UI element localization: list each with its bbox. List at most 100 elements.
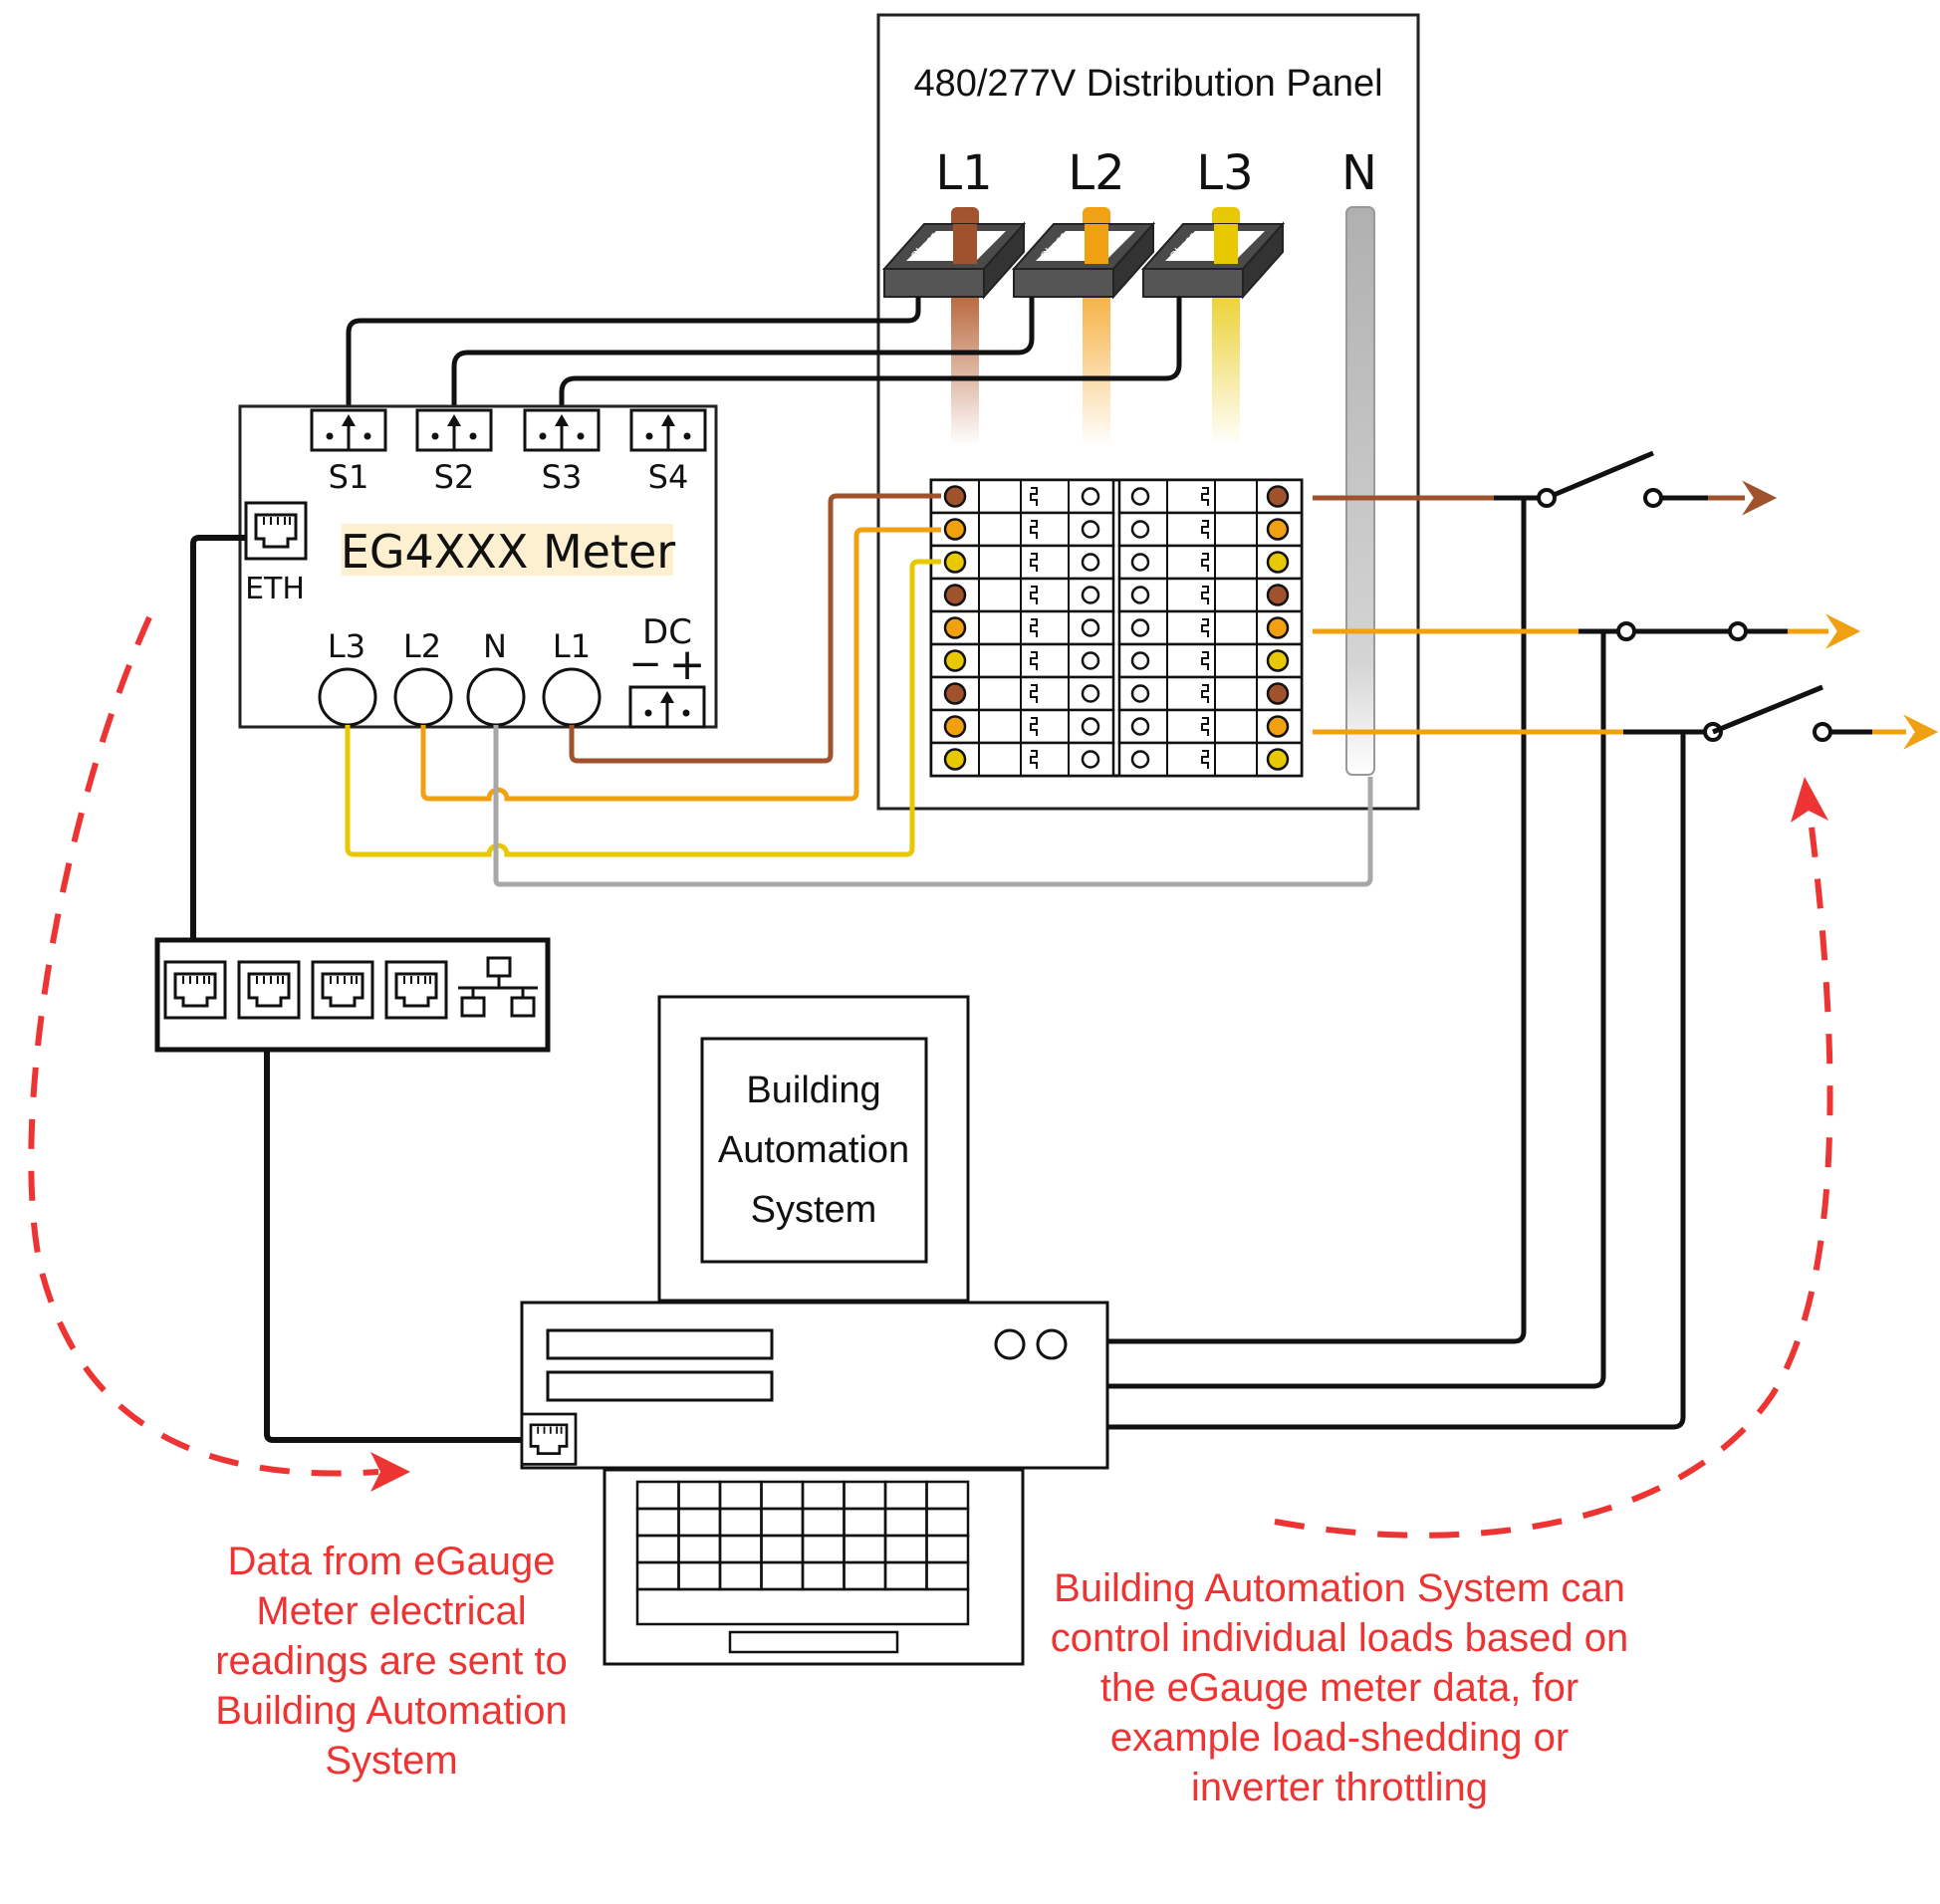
wire-l1	[569, 493, 941, 764]
ct-port-s4[interactable]	[629, 408, 707, 452]
keyboard-key	[635, 1587, 970, 1626]
breaker-row	[929, 609, 1304, 646]
breaker-terminal[interactable]	[1266, 551, 1290, 574]
ct-port-label-s3: S3	[542, 458, 583, 496]
bus-bar-n	[1345, 206, 1375, 776]
breaker-terminal[interactable]	[1266, 682, 1290, 705]
drive-bay-1	[546, 1328, 774, 1360]
control-wires	[1107, 498, 1686, 1430]
phase-label-l2: L2	[1068, 145, 1124, 201]
breaker-terminal[interactable]	[1266, 485, 1290, 508]
rj45-port-icon[interactable]	[384, 960, 448, 1020]
rj45-port-icon[interactable]	[237, 960, 301, 1020]
breaker-row	[929, 511, 1304, 548]
terminal-l3[interactable]	[318, 667, 377, 727]
network-switch	[154, 937, 551, 1053]
eth-label: ETH	[245, 572, 305, 606]
right-note-line-3: the eGauge meter data, for	[1100, 1666, 1578, 1710]
wire-l3	[345, 559, 941, 857]
left-note-line-5: System	[325, 1739, 457, 1783]
left-note-line-3: readings are sent to	[215, 1639, 568, 1683]
ct-port-s1[interactable]	[310, 408, 387, 452]
right-note-line-1: Building Automation System can	[1054, 1566, 1625, 1610]
wire-l2	[420, 527, 941, 802]
rj45-port-icon[interactable]	[163, 960, 227, 1020]
left-note-line-2: Meter electrical	[256, 1589, 526, 1633]
terminal-l1[interactable]	[542, 667, 602, 727]
breaker-terminal[interactable]	[943, 584, 967, 606]
breaker-terminal[interactable]	[943, 649, 967, 672]
breaker-terminal[interactable]	[1266, 649, 1290, 672]
breaker-terminal[interactable]	[943, 551, 967, 574]
network-icon	[458, 956, 538, 1018]
right-note-line-4: example load-shedding or	[1110, 1716, 1569, 1760]
terminal-l2[interactable]	[393, 667, 453, 727]
data-flow-arrow	[28, 615, 379, 1477]
breaker-row	[929, 642, 1304, 679]
breaker-terminal[interactable]	[943, 518, 967, 541]
panel-title: 480/277V Distribution Panel	[913, 63, 1382, 105]
arrow-icon	[1742, 480, 1778, 516]
rj45-port-icon[interactable]	[520, 1412, 578, 1466]
dc-plus: +	[669, 639, 706, 690]
reset-button[interactable]	[1036, 1328, 1068, 1360]
ct-port-label-s2: S2	[434, 458, 475, 496]
breaker-terminal[interactable]	[943, 616, 967, 639]
dc-port[interactable]	[628, 685, 706, 729]
ct-port-s3[interactable]	[523, 408, 601, 452]
arrow-icon	[1825, 613, 1861, 649]
phase-label-n: N	[1341, 145, 1377, 201]
screen-line-2: Automation	[718, 1129, 909, 1171]
ct-port-s2[interactable]	[415, 408, 493, 452]
breaker-row	[929, 544, 1304, 581]
breaker-terminal[interactable]	[1266, 584, 1290, 606]
eg4xxx-meter: S1 S2 S3 S4 ETH EG4XXX Meter L3 L2 N L1 …	[238, 404, 718, 729]
arrow-icon	[370, 1452, 410, 1492]
breaker-terminal[interactable]	[943, 715, 967, 738]
terminal-label-l2: L2	[403, 627, 441, 665]
breaker-block	[929, 478, 1304, 778]
building-automation-computer: Building Automation System	[520, 995, 1109, 1666]
breaker-terminal[interactable]	[1266, 518, 1290, 541]
dc-label: DC	[642, 612, 692, 652]
screen-line-3: System	[751, 1189, 877, 1231]
current-transformer-icon: Sheer	[881, 221, 1027, 300]
dc-minus: −	[628, 641, 662, 687]
wire-n	[493, 725, 1373, 887]
switch-icon[interactable]	[1546, 450, 1654, 501]
ct-port-label-s4: S4	[648, 458, 689, 496]
left-note-line-4: Building Automation	[215, 1689, 568, 1733]
screen-line-1: Building	[746, 1070, 880, 1111]
breaker-terminal[interactable]	[943, 485, 967, 508]
breaker-terminal[interactable]	[1266, 616, 1290, 639]
breaker-terminal[interactable]	[943, 748, 967, 771]
ct-cables	[346, 297, 1182, 416]
switch-icon[interactable]	[1712, 684, 1823, 735]
meter-title: EG4XXX Meter	[341, 525, 675, 579]
current-transformer-icon: Sheer	[1140, 221, 1286, 300]
rj45-port-icon[interactable]	[311, 960, 374, 1020]
breaker-terminal[interactable]	[1266, 748, 1290, 771]
ct-port-label-s1: S1	[329, 458, 369, 496]
terminal-label-l3: L3	[328, 627, 365, 665]
phase-label-l3: L3	[1196, 145, 1253, 201]
left-note-line-1: Data from eGauge	[227, 1540, 555, 1583]
rj45-port-icon[interactable]	[244, 501, 308, 561]
monitor-screen	[700, 1037, 928, 1264]
breaker-terminal[interactable]	[1266, 715, 1290, 738]
breaker-row	[929, 675, 1304, 712]
right-note-line-5: inverter throttling	[1191, 1766, 1488, 1809]
right-note-line-2: control individual loads based on	[1051, 1616, 1628, 1660]
breaker-terminal[interactable]	[943, 682, 967, 705]
ethernet-cables	[190, 535, 522, 1443]
terminal-n[interactable]	[466, 667, 526, 727]
right-note: Building Automation System can control i…	[1051, 1566, 1628, 1809]
voltage-wires	[345, 493, 1373, 887]
breaker-row	[929, 741, 1304, 778]
terminal-label-l1: L1	[553, 627, 591, 665]
left-note: Data from eGauge Meter electrical readin…	[215, 1540, 568, 1783]
annotation-arrows	[28, 615, 1833, 1539]
power-button[interactable]	[994, 1328, 1026, 1360]
load-circuits	[1313, 450, 1939, 750]
drive-bay-2	[546, 1370, 774, 1402]
